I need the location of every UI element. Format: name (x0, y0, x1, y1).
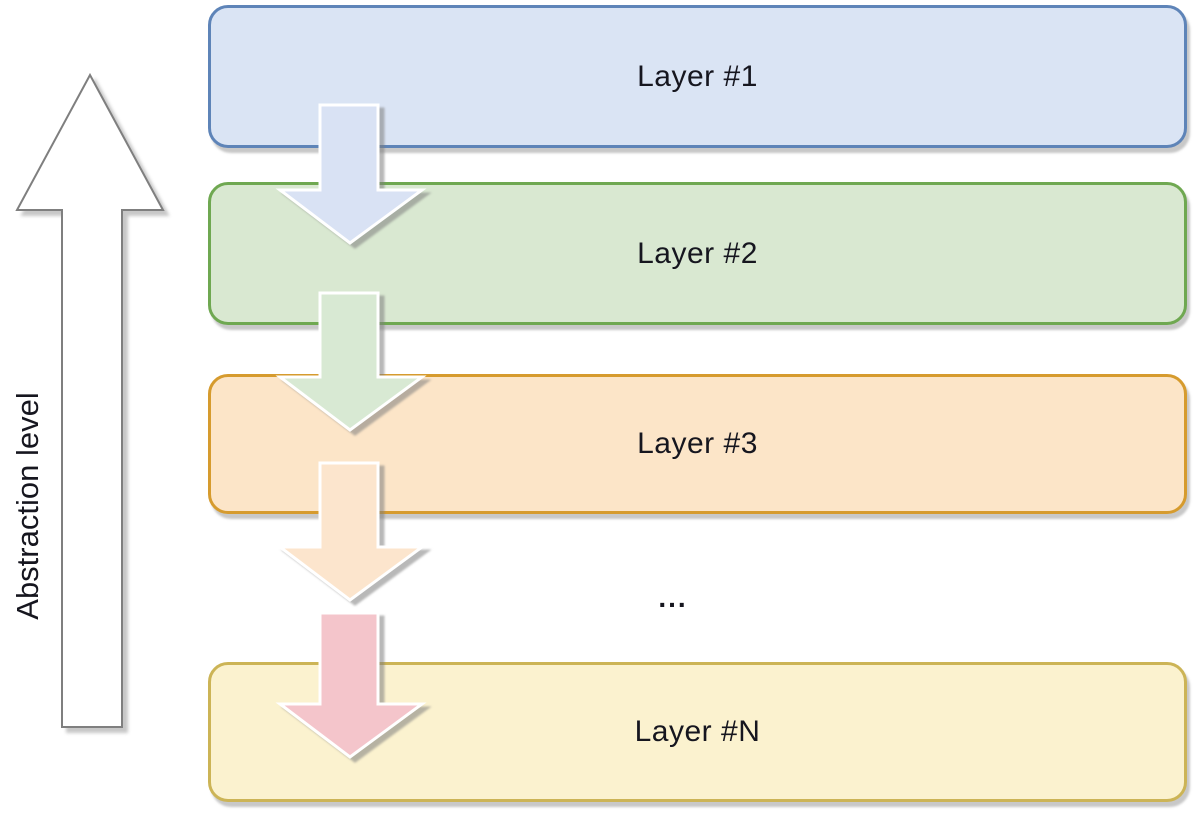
layer-2-label: Layer #2 (637, 236, 758, 270)
layer-n-box: Layer #N (208, 662, 1187, 802)
abstraction-level-label: Abstraction level (10, 392, 45, 620)
layer-3-box: Layer #3 (208, 374, 1187, 514)
ellipsis-label: ... (658, 582, 688, 613)
layer-1-box: Layer #1 (208, 5, 1187, 148)
abstraction-axis (15, 72, 165, 728)
layer-n-label: Layer #N (634, 715, 761, 748)
abstraction-level-arrow-icon (15, 72, 165, 728)
layer-3-label: Layer #3 (637, 427, 758, 460)
layer-1-label: Layer #1 (637, 59, 758, 93)
layer-2-box: Layer #2 (208, 182, 1187, 325)
